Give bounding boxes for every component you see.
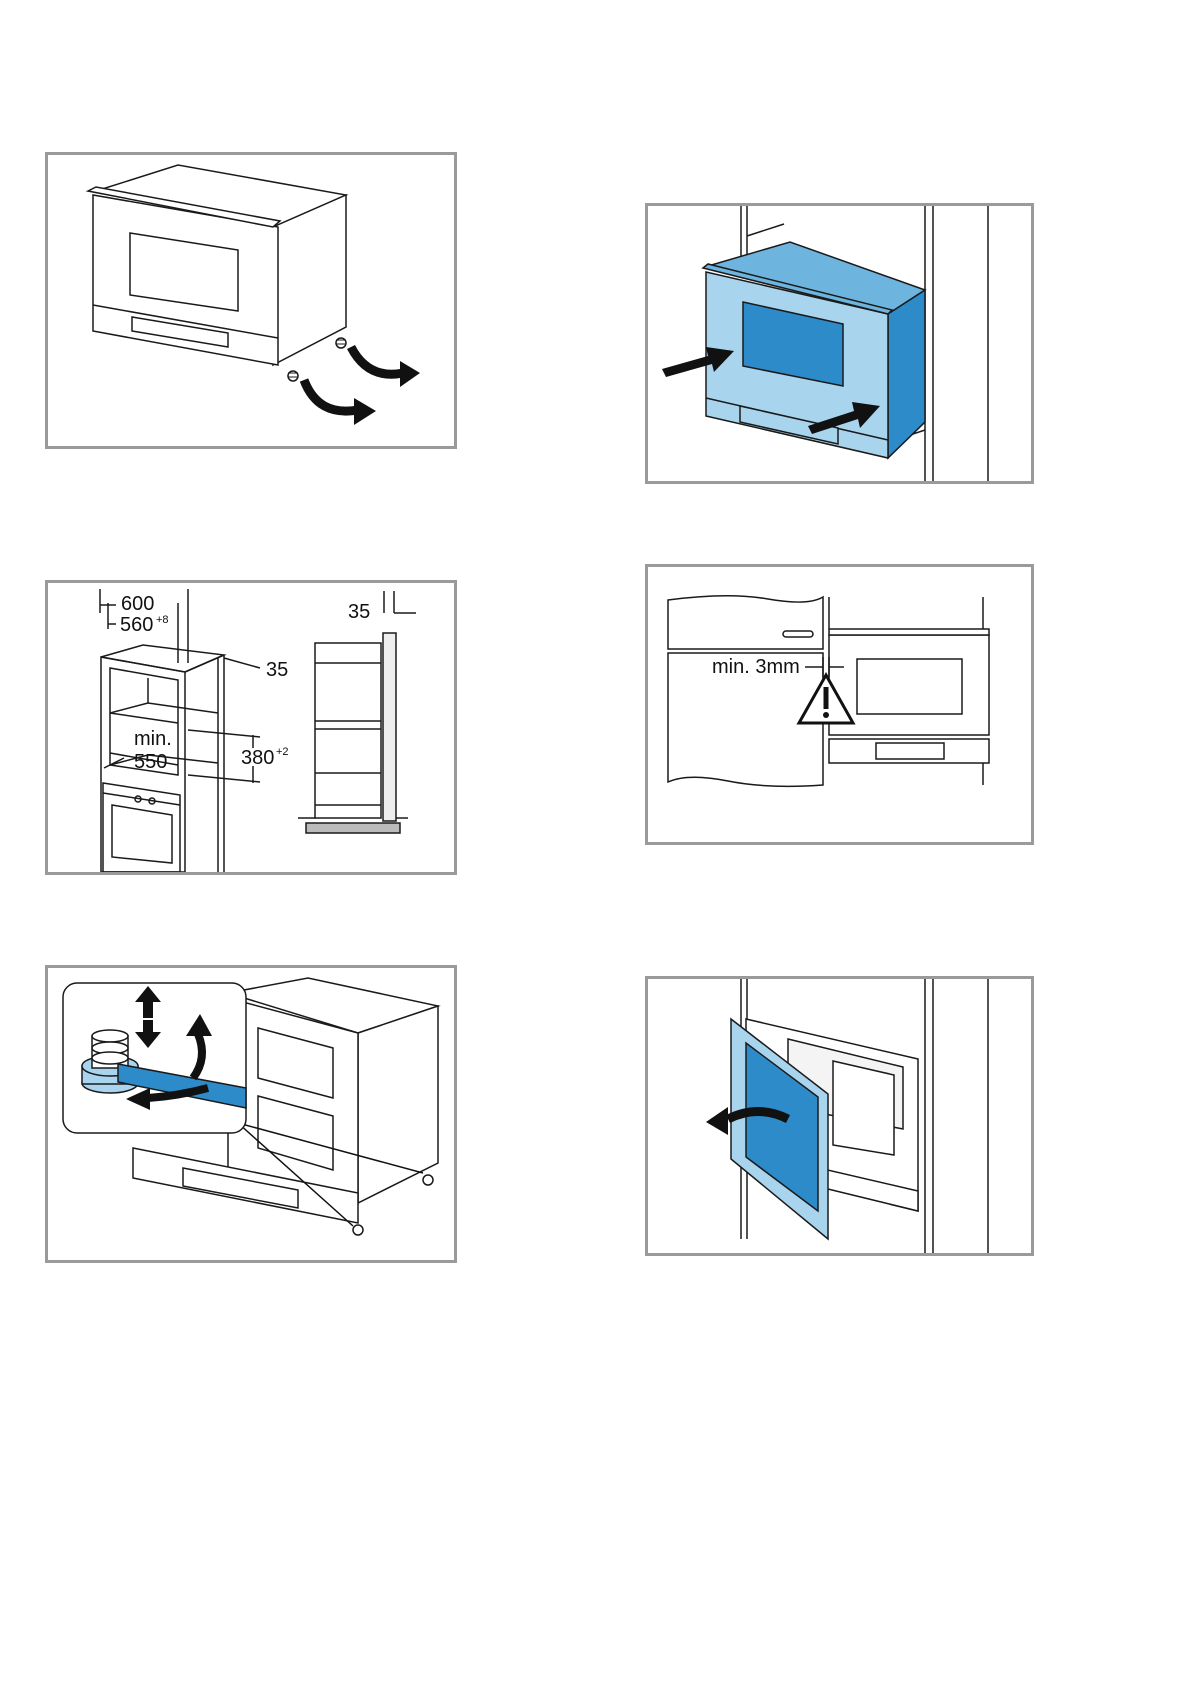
figure-door-gap: min. 3mm (645, 564, 1034, 845)
dim-height-tolerance: +2 (276, 746, 289, 758)
open-door-illustration (648, 979, 1031, 1253)
dim-width-inner: 560 (120, 614, 153, 636)
door-gap-illustration: min. 3mm (648, 567, 1031, 842)
curved-arrow-icon (304, 380, 376, 425)
screw-icon (336, 338, 346, 348)
dim-min-value: 550 (134, 751, 167, 773)
oven-remove-feet-illustration (48, 155, 454, 446)
figure-adjust-feet (45, 965, 457, 1263)
figure-open-door (645, 976, 1034, 1256)
curved-arrow-icon (351, 347, 420, 387)
dim-min-label: min. (134, 728, 172, 750)
figure-remove-feet (45, 152, 457, 449)
adjust-feet-illustration (48, 968, 454, 1260)
cabinet-dimension-drawing: 600 560 +8 35 min. 550 380 +2 35 (48, 583, 454, 872)
dim-width-total: 600 (121, 593, 154, 615)
dim-width-inner-tolerance: +8 (156, 614, 169, 626)
figure-cabinet-dimensions: 600 560 +8 35 min. 550 380 +2 35 (45, 580, 457, 875)
screw-icon (288, 371, 298, 381)
oven-insert-illustration (648, 206, 1031, 481)
gap-label: min. 3mm (712, 656, 800, 678)
figure-insert-appliance (645, 203, 1034, 484)
dim-side-offset: 35 (348, 601, 370, 623)
dim-height: 380 (241, 747, 274, 769)
dim-depth-edge: 35 (266, 659, 288, 681)
